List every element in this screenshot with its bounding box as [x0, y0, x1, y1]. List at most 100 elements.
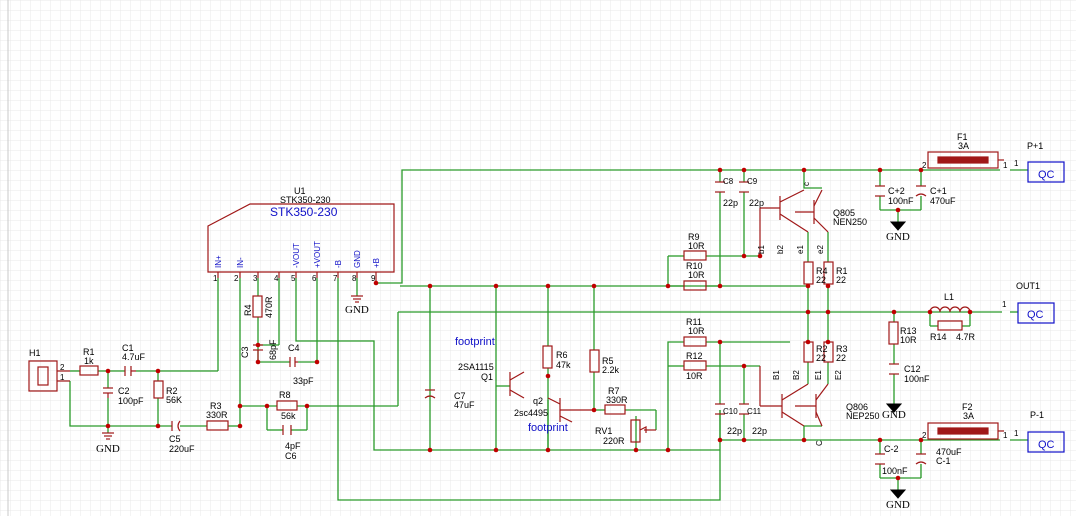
r9-value: 10R — [688, 241, 705, 251]
r4-value: 470R — [264, 296, 274, 318]
r2-ref: R2 — [166, 386, 178, 396]
r10-resistor[interactable] — [683, 280, 707, 291]
u1-body[interactable] — [207, 203, 395, 273]
c11-capacitor[interactable] — [739, 403, 749, 415]
r10-ref: R10 — [686, 261, 703, 271]
connector-out-ref: OUT1 — [1016, 281, 1040, 291]
f1-fuse[interactable] — [927, 151, 1004, 169]
u1-pin7-name: -B — [334, 260, 343, 268]
r6-resistor[interactable] — [542, 345, 553, 369]
c4-capacitor[interactable] — [289, 357, 298, 367]
r14-ref: R14 — [930, 332, 947, 342]
c2-capacitor[interactable] — [103, 387, 113, 398]
q805-pin-c: c — [802, 182, 811, 186]
c1-capacitor[interactable] — [124, 366, 136, 376]
r9-ref: R9 — [688, 232, 700, 242]
c8-capacitor[interactable] — [715, 181, 725, 193]
r4-resistor[interactable] — [252, 295, 263, 318]
c11-value: 22p — [752, 426, 767, 436]
h1-pin2: 2 — [60, 363, 65, 372]
gnd-symbol-cp — [889, 221, 907, 231]
q2-transistor[interactable] — [547, 397, 594, 423]
r13-resistor[interactable] — [888, 321, 899, 345]
c9-capacitor[interactable] — [739, 181, 749, 193]
cp2-capacitor[interactable] — [875, 185, 885, 197]
gnd-symbol-cm — [889, 489, 907, 499]
f2-pin1: 1 — [1003, 431, 1008, 440]
cm2-capacitor[interactable] — [875, 453, 885, 465]
f2-fuse[interactable] — [927, 422, 1004, 440]
q805-transistor[interactable] — [759, 189, 829, 256]
c12-capacitor[interactable] — [889, 363, 899, 375]
cp1-ref: C+1 — [930, 186, 947, 196]
r5-ref: R5 — [602, 356, 614, 366]
c7-value: 47uF — [454, 400, 475, 410]
r12-value: 10R — [686, 371, 703, 381]
u1-pin9-num: 9 — [371, 274, 376, 283]
u1-pin1-name: IN+ — [214, 255, 223, 268]
r7-resistor[interactable] — [604, 404, 626, 415]
r8-ref: R8 — [279, 390, 291, 400]
r7-ref: R7 — [608, 386, 620, 396]
u1-pin8-num: 8 — [352, 274, 357, 283]
r5-value: 2.2k — [602, 365, 620, 375]
q806-ref: Q806 — [846, 402, 868, 412]
r3-resistor[interactable] — [206, 420, 229, 431]
part-graphics — [28, 151, 1004, 499]
l1-ref: L1 — [944, 292, 954, 302]
r8-value: 56k — [281, 411, 296, 421]
r14-value: 4.7R — [956, 332, 976, 342]
c6-capacitor[interactable] — [282, 425, 292, 435]
r11-value: 10R — [688, 326, 705, 336]
c7-capacitor[interactable] — [424, 389, 436, 399]
l1-inductor[interactable] — [929, 306, 971, 313]
q806-transistor[interactable] — [759, 366, 829, 427]
connector-out-box[interactable] — [1017, 302, 1055, 324]
q1-transistor[interactable] — [509, 371, 525, 399]
q805-pin-e1: e1 — [796, 245, 805, 254]
c5-ref: C5 — [169, 434, 181, 444]
c2-ref: C2 — [118, 386, 130, 396]
gnd-label-input: GND — [96, 443, 120, 455]
r2b-ref: R2 — [816, 344, 828, 354]
rv1-value: 220R — [603, 436, 625, 446]
r11-resistor[interactable] — [683, 336, 707, 347]
r14-resistor[interactable] — [937, 320, 963, 331]
connector-p-plus-box[interactable] — [1027, 161, 1065, 183]
cm1-capacitor[interactable] — [915, 453, 927, 465]
r3-value: 330R — [206, 410, 228, 420]
q805-ref: Q805 — [833, 208, 855, 218]
c10-capacitor[interactable] — [715, 403, 725, 415]
h1-connector-body[interactable] — [28, 360, 58, 392]
cm2-value: 100nF — [882, 466, 908, 476]
r3b-value: 22 — [836, 353, 846, 363]
r3-ref: R3 — [210, 401, 222, 411]
c8-ref: C8 — [723, 177, 734, 186]
u1-title: STK350-230 — [270, 205, 338, 219]
r5-resistor[interactable] — [589, 349, 600, 373]
f2-ref: F2 — [962, 402, 973, 412]
r12-resistor[interactable] — [683, 360, 707, 371]
connector-p-minus-box[interactable] — [1027, 431, 1065, 453]
r2-value: 56K — [166, 395, 182, 405]
r10-value: 10R — [688, 270, 705, 280]
r2-resistor[interactable] — [153, 380, 164, 399]
c9-value: 22p — [749, 198, 764, 208]
cp1-capacitor[interactable] — [915, 185, 927, 197]
rv1-trimmer[interactable] — [630, 419, 641, 443]
gnd-symbol — [102, 295, 363, 440]
gnd-label-c12: GND — [882, 409, 906, 421]
r8-resistor[interactable] — [276, 400, 298, 411]
h1-pin1: 1 — [60, 373, 65, 382]
r6-ref: R6 — [556, 350, 568, 360]
c5-capacitor[interactable] — [171, 420, 181, 432]
q805-pin-b2: b2 — [776, 245, 785, 254]
f1-ref: F1 — [957, 132, 968, 142]
c6-value: 4pF — [285, 441, 301, 451]
u1-pin7-num: 7 — [333, 274, 338, 283]
r4b-value: 22 — [816, 275, 826, 285]
r9-resistor[interactable] — [683, 250, 707, 261]
r2b-value: 22 — [816, 353, 826, 363]
r1-resistor[interactable] — [79, 365, 99, 376]
